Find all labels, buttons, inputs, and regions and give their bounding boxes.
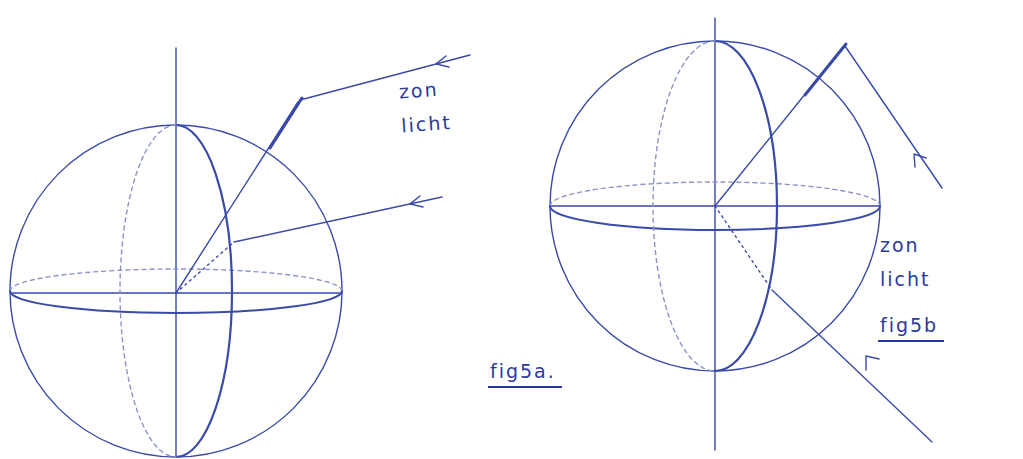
meridian-front [176, 125, 232, 457]
equator-front [550, 206, 880, 230]
ray-arrowhead [866, 356, 879, 370]
sun-ray [845, 46, 942, 188]
gnomon-tip [805, 44, 846, 95]
equator-front [10, 291, 342, 313]
sun-ray [300, 55, 470, 100]
figure-label: fig5b [878, 312, 944, 342]
ray-hidden [715, 206, 772, 290]
equator-back [550, 182, 880, 206]
gnomon-tip [270, 98, 302, 148]
sunlight-label: zon licht [398, 70, 473, 143]
sun-ray [234, 197, 442, 242]
ray-arrowhead [436, 56, 449, 67]
polar-axis [175, 48, 176, 457]
meridian-back [120, 125, 176, 457]
sunlight-label: zon licht [880, 228, 950, 296]
ray-arrowhead [410, 196, 423, 207]
equator-back [10, 269, 342, 291]
ray-hidden [176, 242, 234, 293]
meridian-front [715, 41, 777, 371]
sun-ray [772, 290, 932, 442]
polar-axis [714, 18, 715, 450]
ray-arrowhead [914, 154, 926, 167]
figure-label: fig5a. [488, 358, 562, 388]
meridian-back [653, 41, 715, 371]
